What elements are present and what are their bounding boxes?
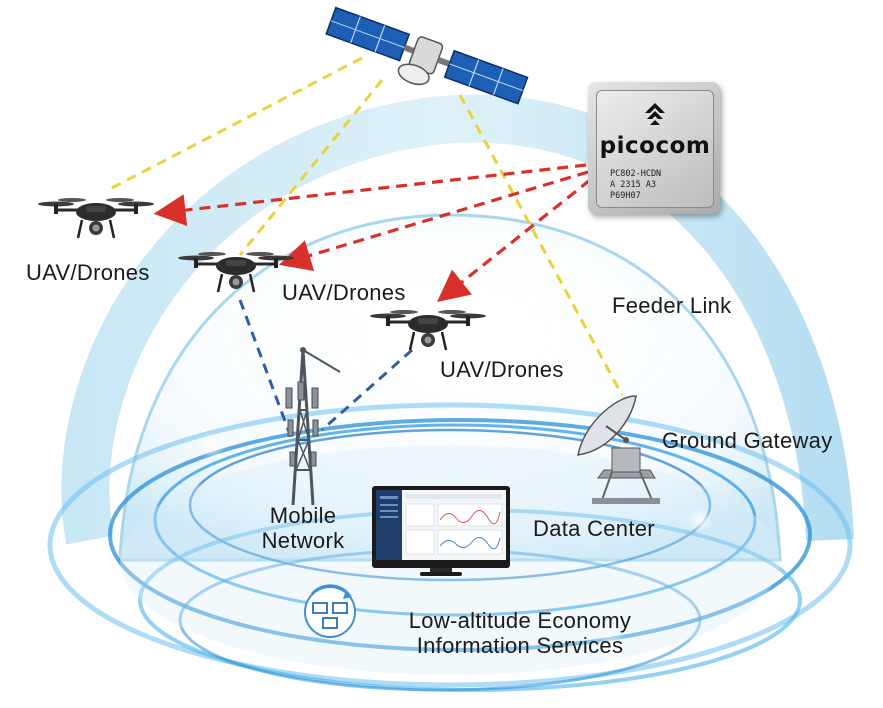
outer-arc: [61, 94, 854, 545]
label-services: Low-altitude Economy Information Service…: [360, 608, 680, 658]
label-services-line: Information Services: [416, 633, 624, 658]
chip-marking-line: PC802-HCDN: [610, 169, 662, 179]
picocom-logo-icon: [645, 103, 665, 125]
ring-outer: [47, 402, 853, 688]
ring-2: [108, 418, 812, 652]
chip-link-right: [436, 178, 591, 302]
label-services-line: Low-altitude Economy: [408, 608, 632, 633]
label-mobile-network: Mobile Network: [238, 503, 368, 553]
monitor-base: [420, 572, 462, 576]
ring-3: [153, 423, 757, 617]
mobile-link-left: [238, 299, 294, 441]
mobile-link-right: [321, 348, 413, 432]
label-uav-middle: UAV/Drones: [282, 280, 406, 305]
label-ground-gateway: Ground Gateway: [662, 428, 833, 453]
satellite-link-left: [107, 56, 363, 192]
label-uav-left: UAV/Drones: [26, 260, 150, 285]
ring-4: [188, 428, 712, 582]
feeder-link-line: [458, 94, 624, 396]
monitor-screen: [376, 490, 506, 560]
label-data-center: Data Center: [533, 516, 655, 541]
chip-icon: picocom PC802-HCDN A 2315 A3 P69H07: [588, 82, 720, 214]
label-mobile-network-line: Network: [261, 528, 345, 553]
satellite-links: [107, 56, 624, 396]
mobile-links: [238, 299, 413, 441]
satellite-link-middle: [238, 79, 384, 256]
sparkle: [596, 632, 628, 664]
solar-panel-right: [443, 49, 529, 105]
chip-marking-line: A 2315 A3: [610, 180, 657, 190]
monitor-stand: [430, 568, 452, 572]
label-mobile-network-line: Mobile: [269, 503, 337, 528]
chip-brand: picocom: [599, 133, 711, 159]
label-uav-right: UAV/Drones: [440, 357, 564, 382]
solar-panel-left: [325, 6, 411, 62]
monitor-icon: [372, 486, 510, 576]
chip-face: picocom PC802-HCDN A 2315 A3 P69H07: [596, 90, 714, 208]
chip-links: [153, 163, 591, 302]
sparkle: [688, 508, 712, 532]
sparkle: [198, 431, 226, 459]
label-feeder-link: Feeder Link: [612, 293, 732, 318]
chip-marking-line: P69H07: [610, 191, 641, 201]
